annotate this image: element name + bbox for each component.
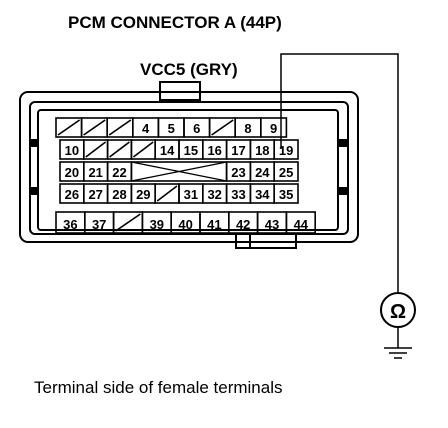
terminal-41: 41 xyxy=(207,217,221,232)
empty-slot-mark xyxy=(211,119,234,136)
wire-label: VCC5 (GRY) xyxy=(140,60,238,79)
ohm-icon: Ω xyxy=(390,301,406,323)
terminal-24: 24 xyxy=(255,165,270,180)
terminal-9: 9 xyxy=(270,121,277,136)
terminal-4: 4 xyxy=(142,121,150,136)
terminal-36: 36 xyxy=(63,217,77,232)
terminal-cell xyxy=(273,161,299,182)
terminal-33: 33 xyxy=(231,187,245,202)
ground-icon xyxy=(384,347,412,359)
terminal-31: 31 xyxy=(184,187,198,202)
terminal-cell xyxy=(259,117,288,138)
terminal-32: 32 xyxy=(207,187,221,202)
empty-slot-mark xyxy=(115,213,141,232)
terminal-43: 43 xyxy=(265,217,279,232)
empty-slot-mark xyxy=(57,119,81,136)
empty-slot-mark xyxy=(108,119,132,136)
connector-housing xyxy=(19,81,359,249)
terminal-17: 17 xyxy=(231,143,245,158)
terminal-22: 22 xyxy=(112,165,126,180)
terminal-10: 10 xyxy=(65,143,79,158)
terminal-6: 6 xyxy=(193,121,200,136)
terminal-cell xyxy=(273,183,299,204)
empty-slot-mark xyxy=(109,141,130,158)
terminal-25: 25 xyxy=(279,165,293,180)
terminal-28: 28 xyxy=(112,187,126,202)
probe-wire xyxy=(280,53,399,348)
terminal-cell xyxy=(273,139,299,160)
empty-slot-mark xyxy=(85,141,107,158)
caption: Terminal side of female terminals xyxy=(34,378,282,397)
terminal-39: 39 xyxy=(150,217,164,232)
terminal-16: 16 xyxy=(207,143,221,158)
terminal-44: 44 xyxy=(294,217,309,232)
terminal-8: 8 xyxy=(244,121,251,136)
empty-slot-mark xyxy=(156,185,178,202)
terminal-20: 20 xyxy=(65,165,79,180)
terminal-37: 37 xyxy=(92,217,106,232)
terminal-15: 15 xyxy=(184,143,198,158)
terminal-cell xyxy=(285,211,316,234)
terminal-23: 23 xyxy=(231,165,245,180)
terminal-42: 42 xyxy=(236,217,250,232)
terminal-29: 29 xyxy=(136,187,150,202)
terminal-27: 27 xyxy=(88,187,102,202)
terminal-5: 5 xyxy=(168,121,175,136)
terminal-40: 40 xyxy=(178,217,192,232)
terminal-34: 34 xyxy=(255,187,270,202)
ohmmeter: Ω xyxy=(380,292,416,328)
terminal-21: 21 xyxy=(88,165,102,180)
diagram-title: PCM CONNECTOR A (44P) xyxy=(68,13,282,32)
blank-block xyxy=(130,161,228,182)
blank-block-cross xyxy=(131,161,227,182)
empty-slot-mark xyxy=(83,119,106,136)
terminal-14: 14 xyxy=(160,143,175,158)
terminal-35: 35 xyxy=(279,187,293,202)
terminal-18: 18 xyxy=(255,143,269,158)
terminal-19: 19 xyxy=(279,143,293,158)
empty-slot-mark xyxy=(132,141,154,158)
terminal-26: 26 xyxy=(65,187,79,202)
